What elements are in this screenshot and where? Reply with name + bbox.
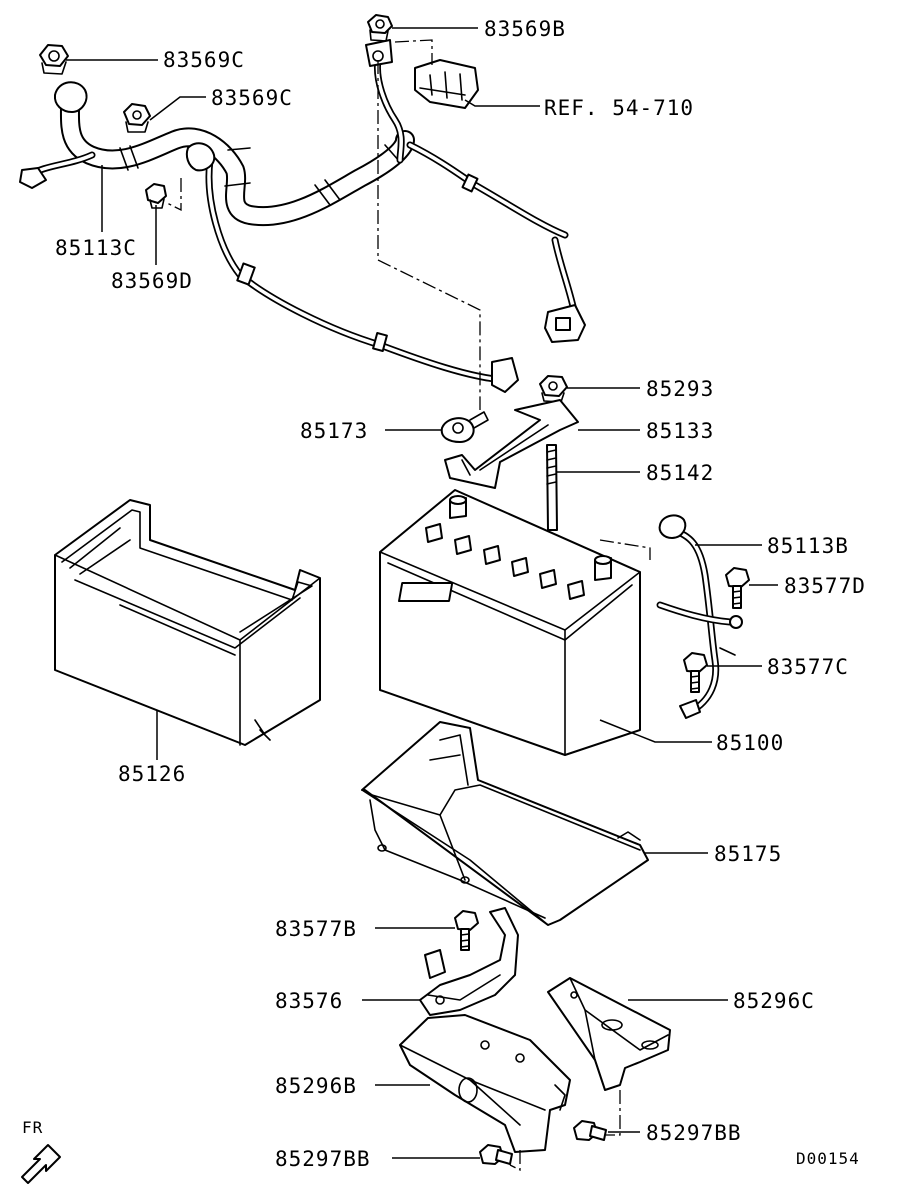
drawing-code: D00154 [796,1149,860,1168]
label-ref: REF. 54-710 [544,96,694,120]
label-83576: 83576 [275,989,343,1013]
label-85133: 85133 [646,419,714,443]
label-85142: 85142 [646,461,714,485]
label-85297bb-left: 85297BB [275,1147,371,1171]
bracket-83576 [419,907,519,1016]
terminal-clamp-85173 [440,411,489,443]
battery-cover-85126 [54,499,321,746]
label-85297bb-right: 85297BB [646,1121,742,1145]
bolt-85297bb-left-icon [479,1144,513,1165]
label-83577c: 83577C [767,655,849,679]
cable-85113b [656,514,743,719]
label-83577d: 83577D [784,574,866,598]
label-83577b: 83577B [275,917,357,941]
direction-label: FR [22,1118,43,1137]
label-85126: 85126 [118,762,186,786]
bolt-83577b-icon [454,910,479,951]
bolt-85297bb-right-icon [573,1120,607,1141]
bracket-85296c [547,977,671,1091]
nut-83569b-icon [367,14,393,42]
bolt-83577d-icon [725,567,750,609]
label-83569c-mid: 83569C [211,86,293,110]
battery-85100 [379,489,641,756]
battery-caps [425,523,585,600]
label-83569d: 83569D [111,269,193,293]
nut-83569c-mid-icon [123,103,151,133]
label-83569c-top: 83569C [163,48,245,72]
label-85296c: 85296C [733,989,815,1013]
holddown-bar-85133 [444,399,579,489]
battery-tray-85175 [361,721,649,926]
bracket-85296b [399,1014,571,1153]
battery-harness [19,39,586,393]
holddown-rod-85142 [546,444,558,531]
label-85113b: 85113B [767,534,849,558]
label-85175: 85175 [714,842,782,866]
leader-lines [66,27,778,1159]
label-85173: 85173 [300,419,368,443]
label-83569b: 83569B [484,17,566,41]
bolt-83577c-icon [683,652,708,693]
clip-83569d-icon [145,183,167,209]
nut-83569c-top-icon [39,44,69,75]
relay-box-ref [414,59,479,109]
label-85100: 85100 [716,731,784,755]
label-85113c: 85113C [55,236,137,260]
front-direction-arrow-icon: FR [21,1118,61,1184]
nut-85293-icon [539,375,568,403]
label-85293: 85293 [646,377,714,401]
label-85296b: 85296B [275,1074,357,1098]
